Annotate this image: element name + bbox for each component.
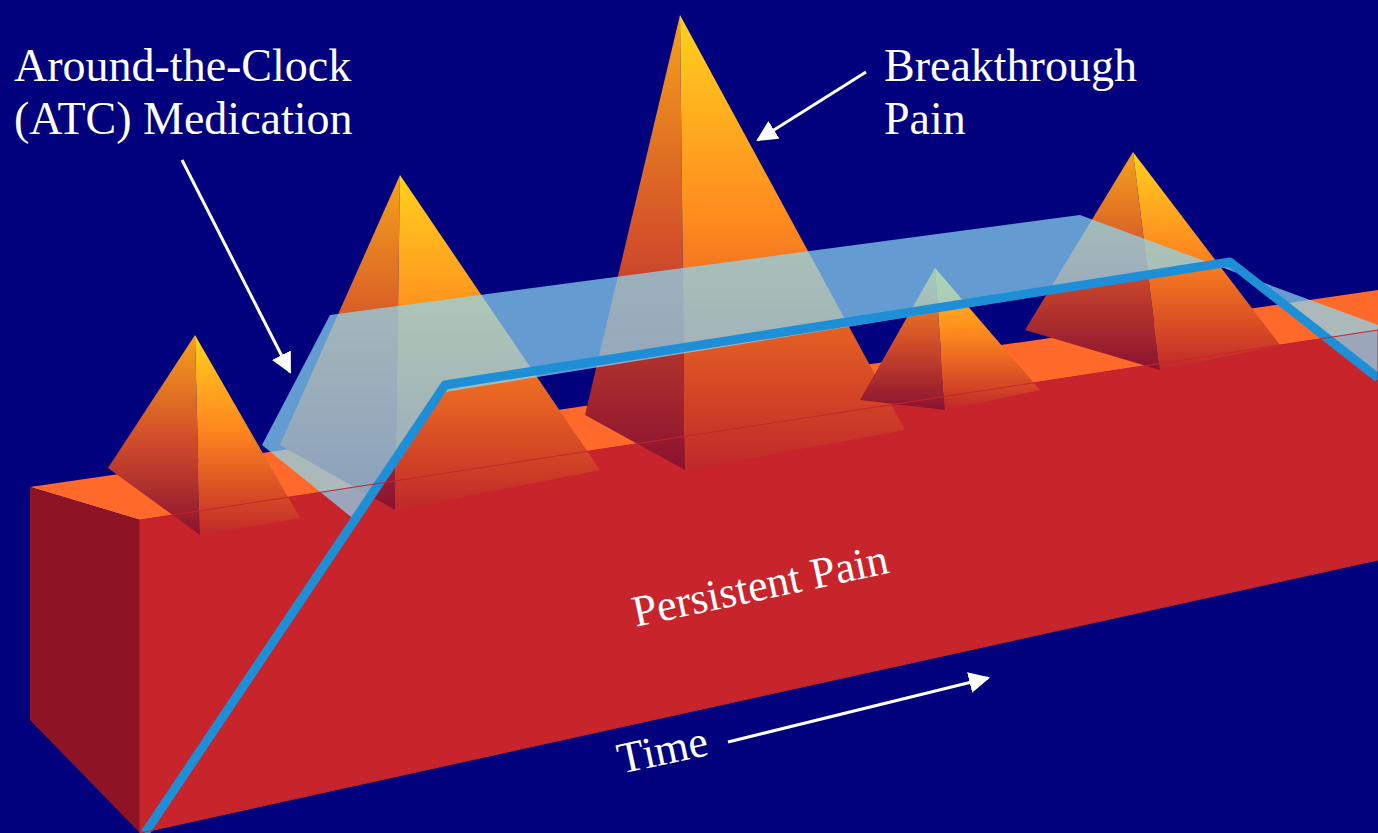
atc-line bbox=[145, 262, 1378, 833]
leader-arrow bbox=[182, 160, 290, 372]
block-face bbox=[140, 330, 1378, 833]
callout-label: Around-the-Clock (ATC) Medication bbox=[14, 40, 414, 146]
axis-label: Time bbox=[613, 717, 713, 785]
block-title: Persistent Pain bbox=[627, 533, 892, 637]
time-arrow bbox=[728, 678, 988, 742]
block-end bbox=[30, 487, 140, 833]
callout-label: Breakthrough Pain bbox=[884, 40, 1174, 146]
leader-arrow bbox=[758, 72, 866, 140]
